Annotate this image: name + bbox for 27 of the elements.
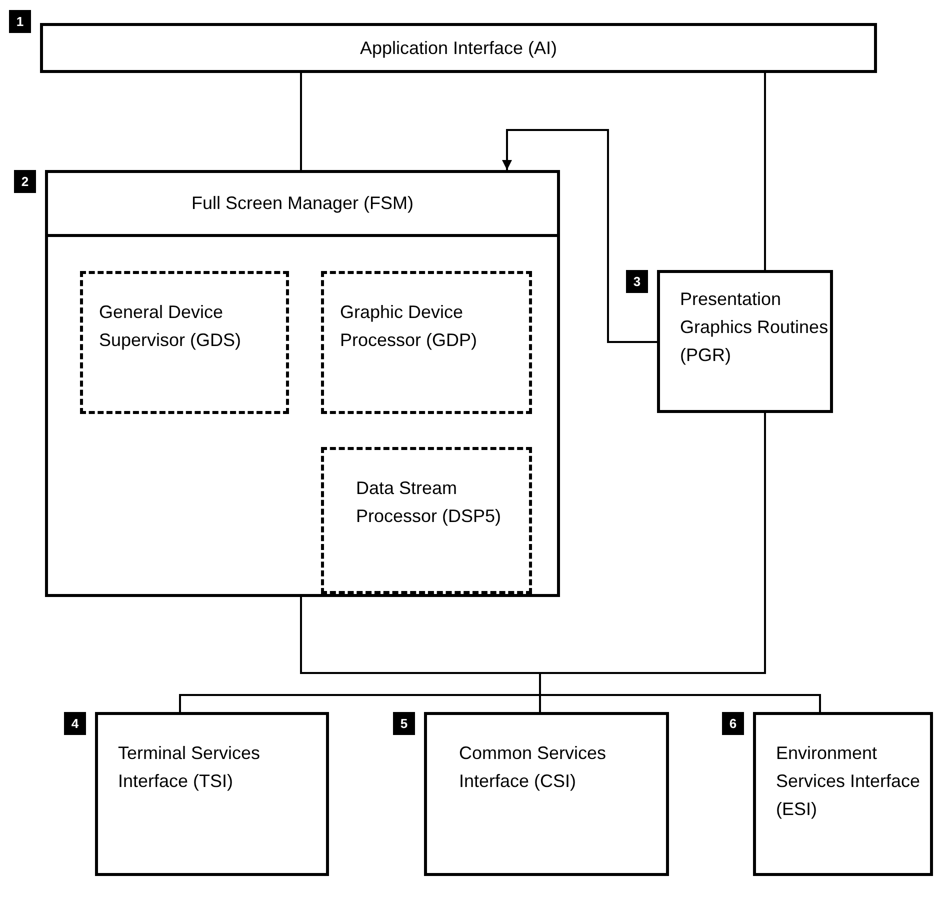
node-title: Application Interface (AI) [360,37,558,60]
layer-box [40,23,877,73]
node-label: General Device Supervisor (GDS) [99,301,242,352]
callout-number: 2 [14,170,36,193]
node-title: Full Screen Manager (FSM) [191,192,414,215]
callout-number: 4 [64,712,86,735]
container-box [45,170,560,597]
interface-box [753,712,933,876]
interface-box [424,712,669,876]
callout-number: 6 [722,712,744,735]
callout-number: 3 [626,270,648,293]
node-label: Data Stream Processor (DSP5) [356,477,502,528]
connector-line [764,73,766,270]
node-label: Terminal Services Interface (TSI) [118,742,262,793]
callout-number: 5 [393,712,415,735]
connector-line [300,73,302,170]
node-label: Common Services Interface (CSI) [459,742,608,793]
node-label: Presentation Graphics Routines (PGR) [680,288,830,367]
component-box [321,271,532,414]
arrow [502,129,657,343]
node-label: Environment Services Interface (ESI) [776,742,922,821]
component-box [321,447,532,594]
node-label: Graphic Device Processor (GDP) [340,301,478,352]
component-box [80,271,289,414]
callout-number: 1 [9,10,31,33]
layer-box [657,270,833,413]
interface-box [95,712,329,876]
